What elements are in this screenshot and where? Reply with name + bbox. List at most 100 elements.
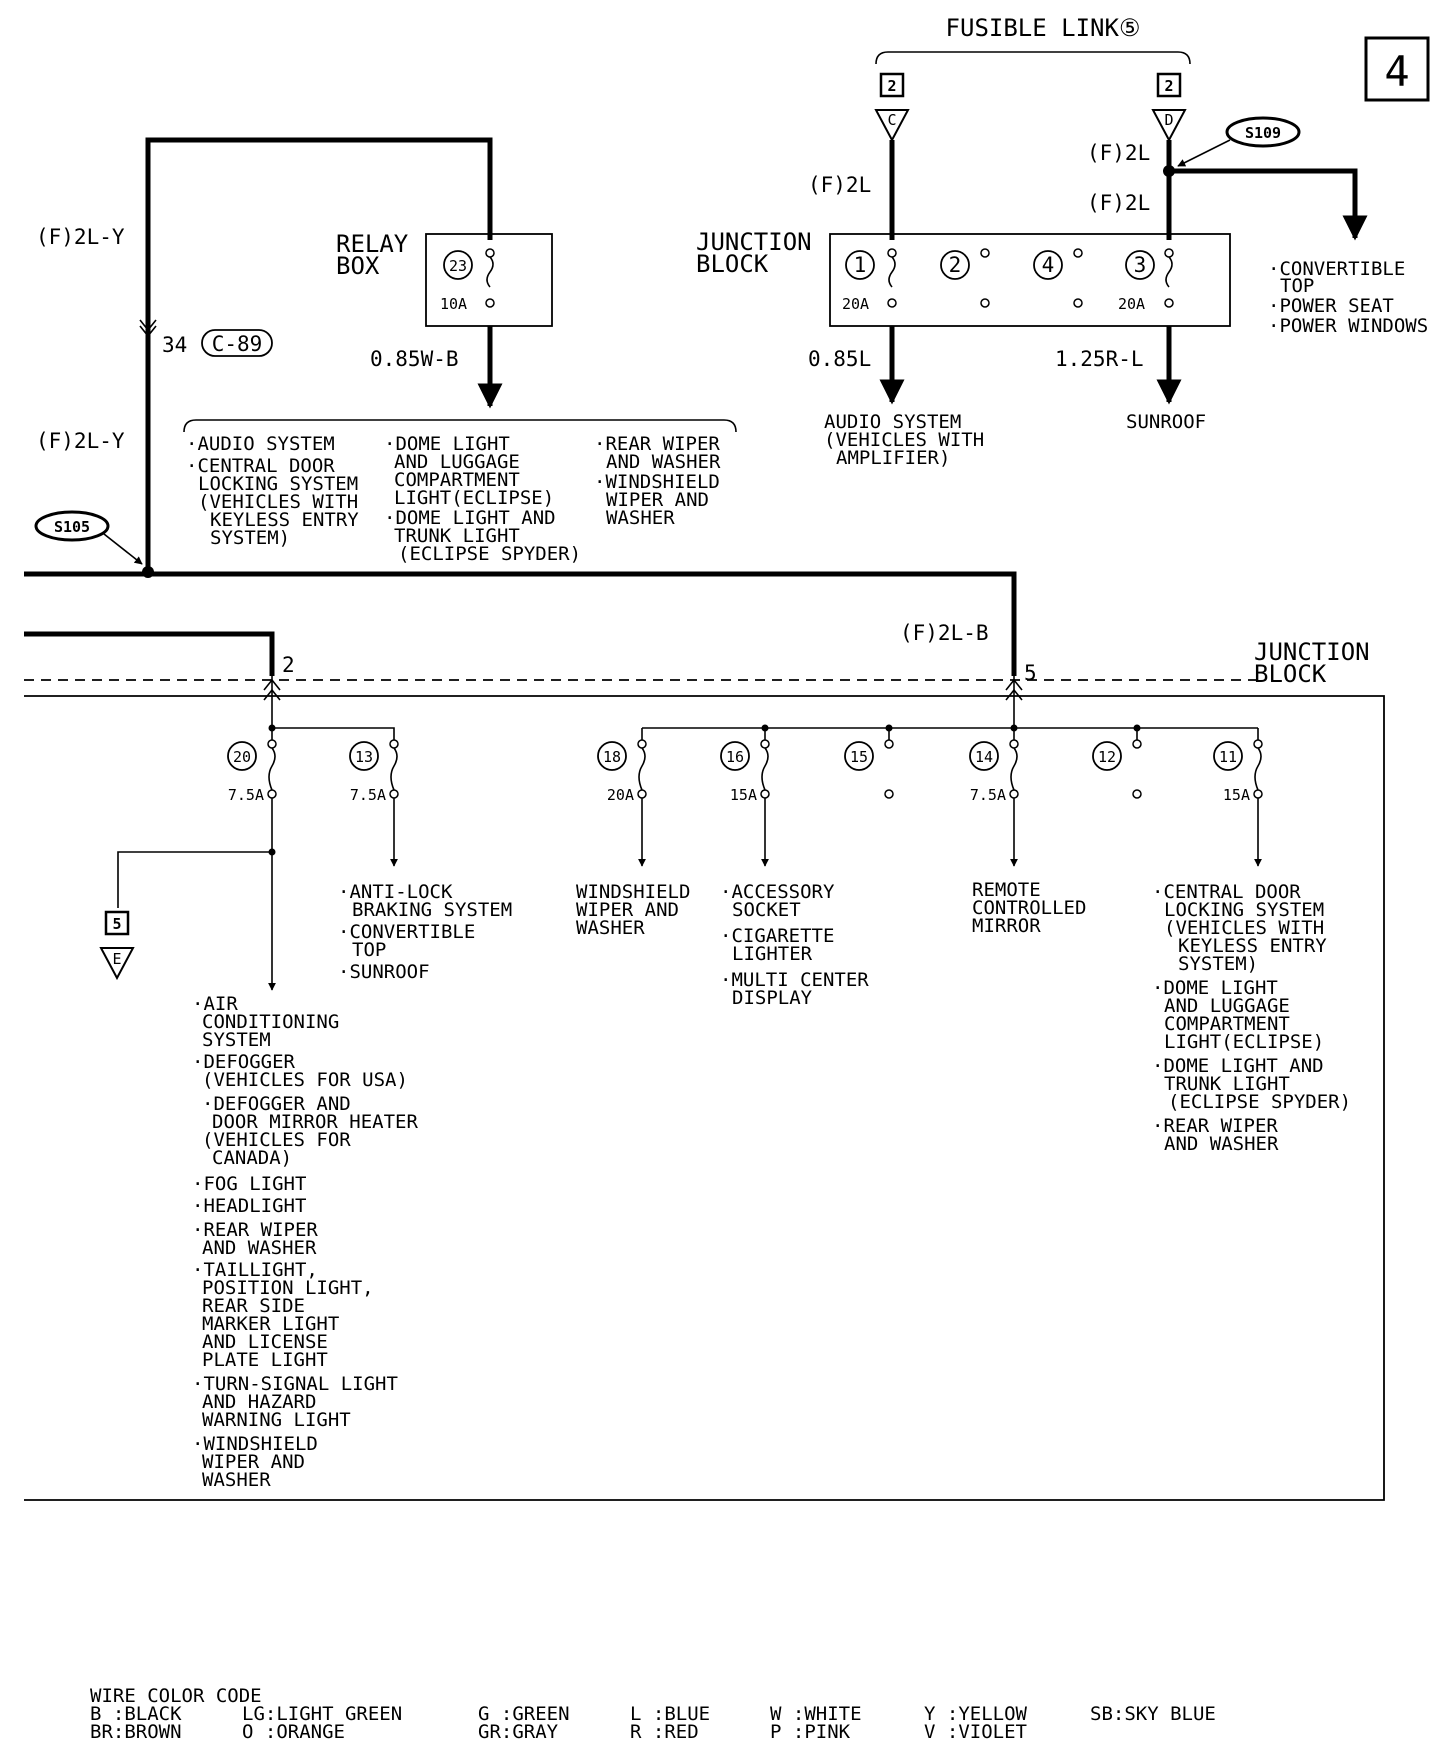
fuse-terminal-top [389, 739, 399, 749]
wire-left-mid-label: (F)2L-Y [36, 429, 125, 453]
splice-s109-label: S109 [1245, 124, 1281, 142]
svg-text:·ACCESSORY: ·ACCESSORY [720, 881, 835, 903]
fuse-amp: 20A [607, 786, 634, 804]
splice-s109-badge [1225, 116, 1301, 148]
wire-relay-out-label: 0.85W-B [370, 347, 459, 371]
connector-c89: 34 C-89 [139, 319, 273, 357]
load-line: SYSTEM) [1178, 953, 1258, 975]
svg-text:REMOTE: REMOTE [972, 879, 1041, 901]
load-line: ·HEADLIGHT [192, 1195, 306, 1217]
svg-text:·POWER WINDOWS: ·POWER WINDOWS [1268, 315, 1428, 337]
fuse-number-ring [1213, 741, 1243, 771]
svg-text:C-89: C-89 [212, 332, 263, 356]
relay-loads-col2: ·DOME LIGHT AND LUGGAGE COMPARTMENT LIGH… [384, 433, 581, 565]
lower-fuse-13: 137.5A [349, 739, 399, 867]
load-line: MARKER LIGHT [202, 1313, 339, 1335]
loads-fuse-20: ·AIRCONDITIONINGSYSTEM·DEFOGGER(VEHICLES… [192, 993, 418, 1491]
fuse-element [638, 747, 646, 791]
load-line: REAR SIDE [202, 1295, 305, 1317]
load-line: TRUNK LIGHT [1164, 1073, 1290, 1095]
lower-junction-block [24, 695, 1385, 1501]
svg-text:2: 2 [887, 77, 896, 95]
terminal-2 [263, 676, 281, 728]
relay-loads-col1: ·AUDIO SYSTEM ·CENTRAL DOOR LOCKING SYST… [186, 433, 359, 549]
svg-text:CONTROLLED: CONTROLLED [972, 897, 1086, 919]
svg-text:·AUDIO SYSTEM: ·AUDIO SYSTEM [186, 433, 335, 455]
fuse-number-ring [349, 741, 379, 771]
load-line: SYSTEM [202, 1029, 271, 1051]
fuse-element [761, 747, 769, 791]
fuse-amp: 7.5A [228, 786, 264, 804]
terminal-2-label: 2 [282, 653, 295, 677]
upper-junction-block [829, 233, 1231, 327]
svg-text:(ECLIPSE SPYDER): (ECLIPSE SPYDER) [398, 543, 581, 565]
load-line: DOOR MIRROR HEATER [212, 1111, 418, 1133]
svg-text:R :RED: R :RED [630, 1721, 699, 1743]
svg-text:LOCKING SYSTEM: LOCKING SYSTEM [198, 473, 358, 495]
svg-text:WASHER: WASHER [576, 917, 645, 939]
wire-fl-d-label: (F)2L [1087, 141, 1150, 165]
relay-box-title: RELAY [336, 230, 409, 258]
lower-bus-left [271, 727, 395, 740]
fuse-terminal-bottom [1132, 789, 1142, 799]
svg-text:AND LUGGAGE: AND LUGGAGE [394, 451, 520, 473]
wire-s109-branch [1169, 168, 1368, 241]
page-number-box [1364, 36, 1430, 102]
load-line: ·REAR WIPER [1152, 1115, 1278, 1137]
relay-loads-col3: ·REAR WIPER AND WASHER ·WINDSHIELD WIPER… [594, 433, 721, 529]
node-20-branch [268, 848, 276, 856]
svg-text:SYSTEM): SYSTEM) [210, 527, 290, 549]
wire-jb-out1-label: 0.85L [808, 347, 871, 371]
svg-text:·CONVERTIBLE: ·CONVERTIBLE [338, 921, 475, 943]
svg-text:BR:BROWN: BR:BROWN [90, 1721, 182, 1743]
connector-e: 5 E [99, 910, 135, 981]
svg-text:2: 2 [949, 253, 962, 277]
load-line: ·TURN-SIGNAL LIGHT [192, 1373, 398, 1395]
svg-text:AMPLIFIER): AMPLIFIER) [836, 447, 950, 469]
svg-text:·SUNROOF: ·SUNROOF [338, 961, 430, 983]
svg-text:AND WASHER: AND WASHER [606, 451, 721, 473]
svg-text:34: 34 [162, 333, 187, 357]
load-line: LOCKING SYSTEM [1164, 899, 1324, 921]
lower-fuse-15: 15 [844, 728, 894, 799]
load-line: PLATE LIGHT [202, 1349, 328, 1371]
svg-text:·CIGARETTE: ·CIGARETTE [720, 925, 834, 947]
lower-fuse-12: 12 [1092, 728, 1142, 799]
svg-text:E: E [112, 950, 121, 968]
splice-s105-badge [34, 510, 110, 542]
fuse-element [390, 747, 398, 791]
fuse-amp: 15A [730, 786, 757, 804]
fuse-terminal-bottom [389, 789, 399, 799]
wire-left-main [145, 137, 493, 574]
svg-text:20A: 20A [1118, 295, 1145, 313]
upper-fuse-4: 4 [1033, 248, 1083, 308]
wire-color-code: WIRE COLOR CODE B :BLACK LG:LIGHT GREEN … [90, 1685, 1216, 1743]
fuse-number-ring [720, 741, 750, 771]
svg-text:·REAR WIPER: ·REAR WIPER [594, 433, 720, 455]
fuse-number: 20 [233, 748, 251, 766]
svg-text:SOCKET: SOCKET [732, 899, 801, 921]
upper-fuse-3: 3 20A [1118, 248, 1174, 313]
fuse-terminal-top [267, 739, 277, 749]
svg-text:5: 5 [112, 915, 121, 933]
upper-junction-title2: BLOCK [696, 250, 769, 278]
svg-text:WIPER AND: WIPER AND [606, 489, 709, 511]
load-line: ·DOME LIGHT [1152, 977, 1278, 999]
wire-jb-out3-label: 1.25R-L [1055, 347, 1144, 371]
svg-text:V :VIOLET: V :VIOLET [924, 1721, 1027, 1743]
load-line: (VEHICLES FOR USA) [202, 1069, 408, 1091]
svg-text:·DOME LIGHT: ·DOME LIGHT [384, 433, 510, 455]
fuse-terminal-top [637, 739, 647, 749]
lower-junction-title: JUNCTION [1254, 638, 1370, 666]
fuse-number: 13 [355, 748, 373, 766]
relay-fuse-23: 23 10A [440, 248, 495, 313]
svg-text:10A: 10A [440, 295, 467, 313]
fuse-element [1254, 747, 1262, 791]
loads-fuse-14: REMOTE CONTROLLED MIRROR [972, 879, 1086, 937]
load-line: WASHER [202, 1469, 271, 1491]
svg-text:Y :YELLOW: Y :YELLOW [924, 1703, 1028, 1725]
